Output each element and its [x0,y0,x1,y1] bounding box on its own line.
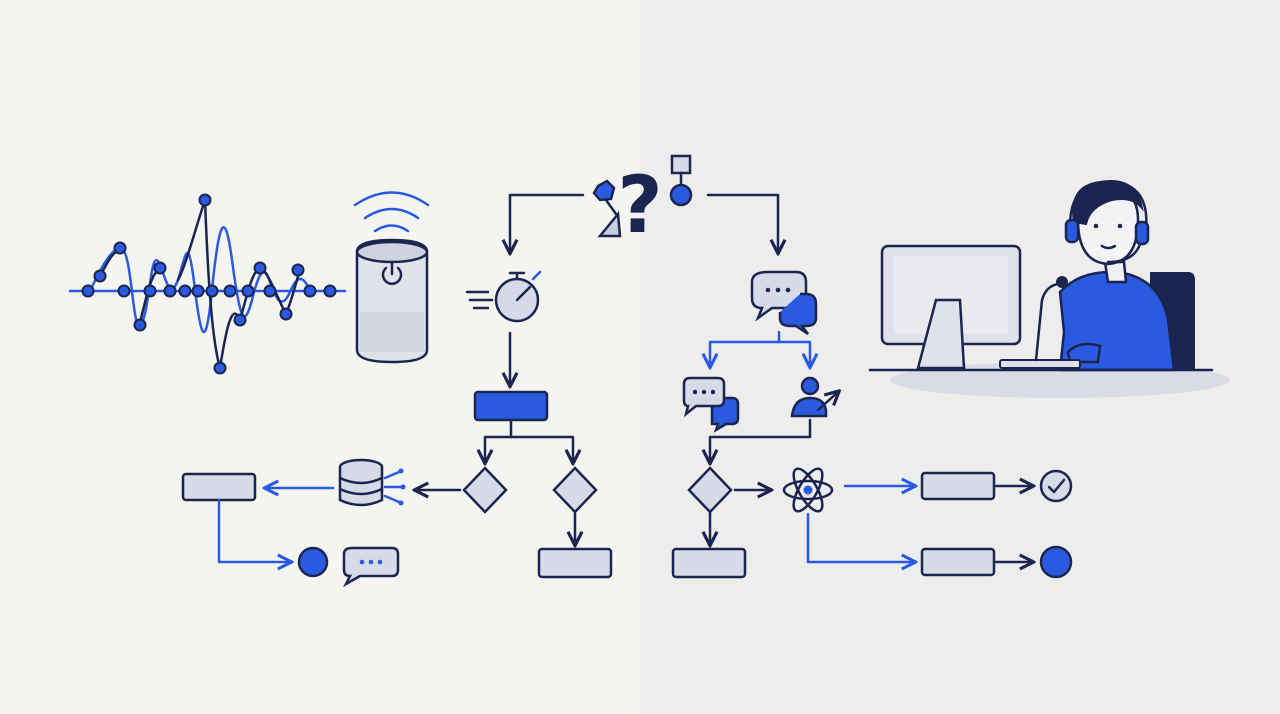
agent-at-computer-icon [868,180,1230,398]
headset-icon [1064,180,1150,264]
power-icon [381,260,403,285]
check-circle-icon [1039,469,1073,503]
database-icon [338,458,406,507]
process-box-center-left [537,547,613,579]
process-box-center-right [671,547,747,579]
end-node-left [297,546,329,578]
chat-bubble-icon [342,546,400,588]
svg-text:?: ? [617,161,662,251]
process-box-far-left [181,472,257,502]
decision-diamond-right [687,466,733,514]
smart-speaker-icon [353,191,430,364]
active-process-box [473,390,549,422]
stopwatch-icon [465,270,542,323]
end-node-right [1039,545,1073,579]
chat-bubbles-icon [750,270,818,336]
waveform-icon [68,193,347,375]
process-box-right-bottom [920,547,996,577]
decision-diamond-left [462,466,508,514]
left-panel-background [0,0,640,714]
chat-bubbles-small-icon [682,376,740,433]
atom-icon [782,467,834,513]
question-mark-icon: ? [592,154,693,251]
user-escalation-icon [790,376,838,418]
decision-diamond-center [552,466,598,514]
process-box-right-top [920,471,996,501]
